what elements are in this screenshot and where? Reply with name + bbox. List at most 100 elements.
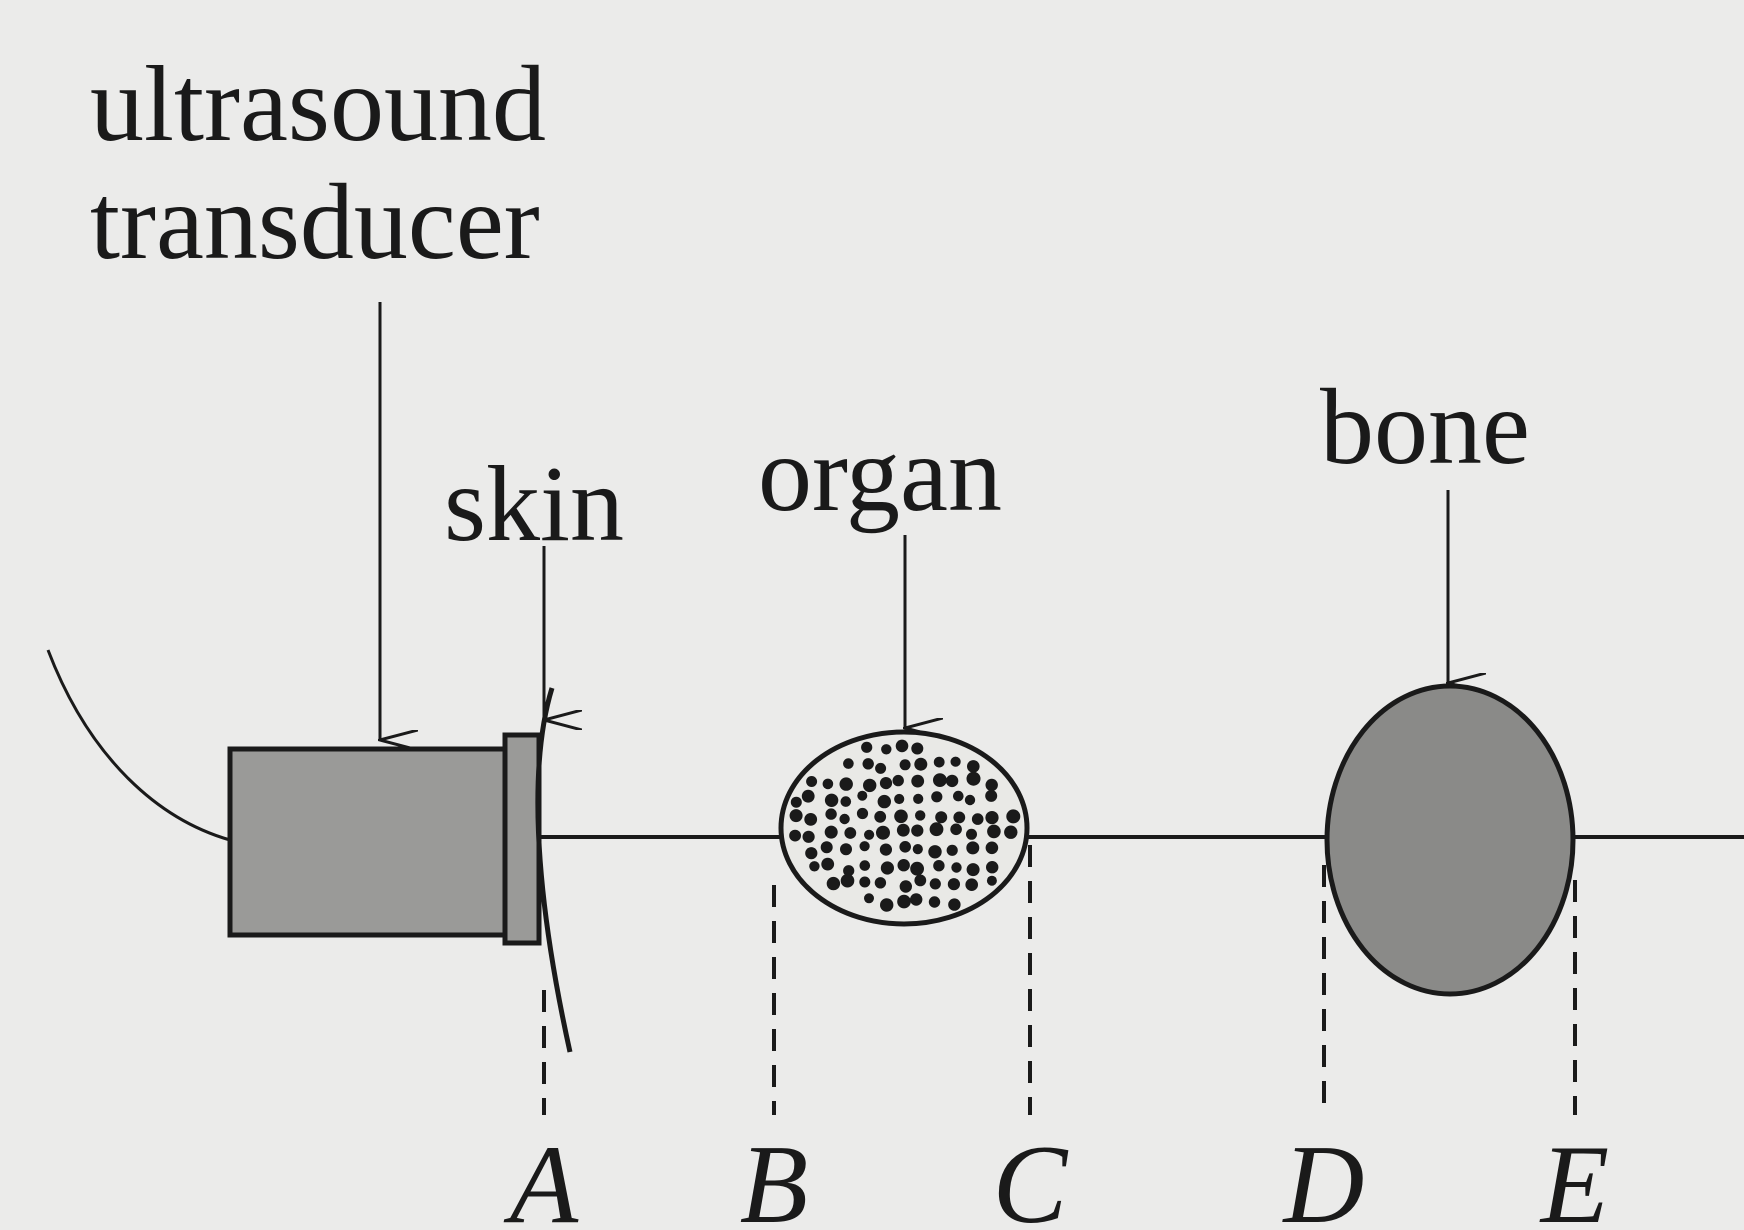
organ-texture-dot bbox=[914, 758, 927, 771]
organ-texture-dot bbox=[911, 825, 923, 837]
organ-texture-dot bbox=[1006, 809, 1020, 823]
organ-texture-dot bbox=[825, 794, 838, 807]
organ-texture-dot bbox=[894, 810, 908, 824]
organ-texture-dot bbox=[928, 845, 941, 858]
transducer-body bbox=[230, 749, 505, 935]
organ-texture-dot bbox=[864, 893, 874, 903]
organ-texture-dot bbox=[965, 795, 975, 805]
organ-texture-dot bbox=[986, 842, 999, 855]
organ-texture-dot bbox=[880, 777, 892, 789]
organ-texture-dot bbox=[899, 841, 911, 853]
organ-texture-dot bbox=[790, 809, 803, 822]
organ-texture-dot bbox=[821, 858, 834, 871]
organ-texture-dot bbox=[825, 808, 836, 819]
organ-texture-dot bbox=[950, 824, 962, 836]
organ-texture-dot bbox=[953, 791, 964, 802]
organ-texture-dot bbox=[913, 844, 923, 854]
organ-texture-dot bbox=[947, 845, 958, 856]
bone-label: bone bbox=[1320, 368, 1530, 487]
organ-texture-dot bbox=[897, 895, 911, 909]
organ-texture-dot bbox=[857, 791, 867, 801]
organ-texture-dot bbox=[931, 791, 942, 802]
organ-texture-dot bbox=[935, 811, 947, 823]
organ-texture-dot bbox=[881, 861, 894, 874]
organ-texture-dot bbox=[987, 876, 997, 886]
organ-texture-dot bbox=[967, 772, 981, 786]
organ-texture-dot bbox=[839, 814, 849, 824]
organ-texture-dot bbox=[948, 898, 960, 910]
organ-texture-dot bbox=[911, 743, 923, 755]
organ-texture-dot bbox=[913, 794, 923, 804]
boundary-label-a: A bbox=[503, 1123, 579, 1230]
organ-texture-dot bbox=[930, 822, 944, 836]
organ-texture-dot bbox=[802, 790, 815, 803]
organ-texture-dot bbox=[881, 744, 891, 754]
organ-texture-dot bbox=[878, 795, 891, 808]
organ-texture-dot bbox=[841, 796, 852, 807]
organ-texture-dot bbox=[951, 862, 961, 872]
organ-texture-dot bbox=[948, 878, 960, 890]
organ-texture-dot bbox=[806, 776, 817, 787]
organ-texture-dot bbox=[843, 758, 854, 769]
organ-texture-dot bbox=[809, 861, 819, 871]
organ-shape bbox=[781, 732, 1027, 924]
boundary-label-d: D bbox=[1282, 1123, 1365, 1230]
bone-shape bbox=[1327, 686, 1573, 994]
organ-texture-dot bbox=[987, 825, 1001, 839]
organ-texture-dot bbox=[946, 775, 958, 787]
organ-texture-dot bbox=[880, 898, 893, 911]
organ-texture-dot bbox=[875, 763, 886, 774]
organ-texture-dot bbox=[986, 779, 998, 791]
skin-label: skin bbox=[444, 445, 624, 564]
organ-texture-dot bbox=[898, 859, 910, 871]
organ-texture-dot bbox=[863, 758, 874, 769]
transducer-cable bbox=[48, 650, 230, 840]
organ-texture-dot bbox=[827, 877, 840, 890]
organ-texture-dot bbox=[863, 779, 876, 792]
organ-texture-dot bbox=[933, 773, 947, 787]
transducer-label-line1: ultrasound bbox=[90, 45, 546, 164]
organ-texture-dot bbox=[896, 740, 909, 753]
organ-texture-dot bbox=[844, 827, 856, 839]
organ-texture-dot bbox=[874, 811, 886, 823]
boundary-label-e: E bbox=[1539, 1123, 1609, 1230]
organ-texture-dot bbox=[803, 831, 815, 843]
organ-texture-dot bbox=[985, 790, 997, 802]
organ-label: organ bbox=[758, 415, 1002, 534]
organ-texture-dot bbox=[859, 877, 870, 888]
transducer-face bbox=[505, 735, 539, 943]
organ-texture-dot bbox=[915, 810, 925, 820]
organ-texture-dot bbox=[840, 843, 852, 855]
organ-texture-dot bbox=[967, 760, 980, 773]
organ-texture-dot bbox=[929, 896, 940, 907]
organ-texture-dot bbox=[823, 779, 834, 790]
organ-texture-dot bbox=[965, 878, 978, 891]
boundary-label-c: C bbox=[993, 1123, 1069, 1230]
organ-texture-dot bbox=[841, 874, 855, 888]
organ-texture-dot bbox=[967, 863, 980, 876]
boundary-label-b: B bbox=[740, 1123, 808, 1230]
organ-texture-dot bbox=[934, 757, 945, 768]
organ-texture-dot bbox=[805, 847, 817, 859]
organ-texture-dot bbox=[900, 880, 912, 892]
organ-texture-dot bbox=[972, 813, 984, 825]
organ-texture-dot bbox=[821, 841, 833, 853]
organ-texture-dot bbox=[804, 813, 817, 826]
organ-texture-dot bbox=[893, 775, 904, 786]
organ-texture-dot bbox=[864, 830, 874, 840]
organ-texture-dot bbox=[861, 742, 872, 753]
organ-texture-dot bbox=[857, 808, 868, 819]
organ-texture-dot bbox=[910, 862, 924, 876]
organ-texture-dot bbox=[789, 830, 801, 842]
organ-texture-dot bbox=[840, 777, 853, 790]
organ-texture-dot bbox=[900, 759, 911, 770]
organ-texture-dot bbox=[966, 829, 977, 840]
organ-texture-dot bbox=[860, 841, 870, 851]
organ-texture-dot bbox=[910, 893, 922, 905]
organ-texture-dot bbox=[951, 757, 961, 767]
organ-texture-dot bbox=[911, 775, 924, 788]
organ-texture-dot bbox=[894, 794, 904, 804]
organ-texture-dot bbox=[1004, 826, 1017, 839]
